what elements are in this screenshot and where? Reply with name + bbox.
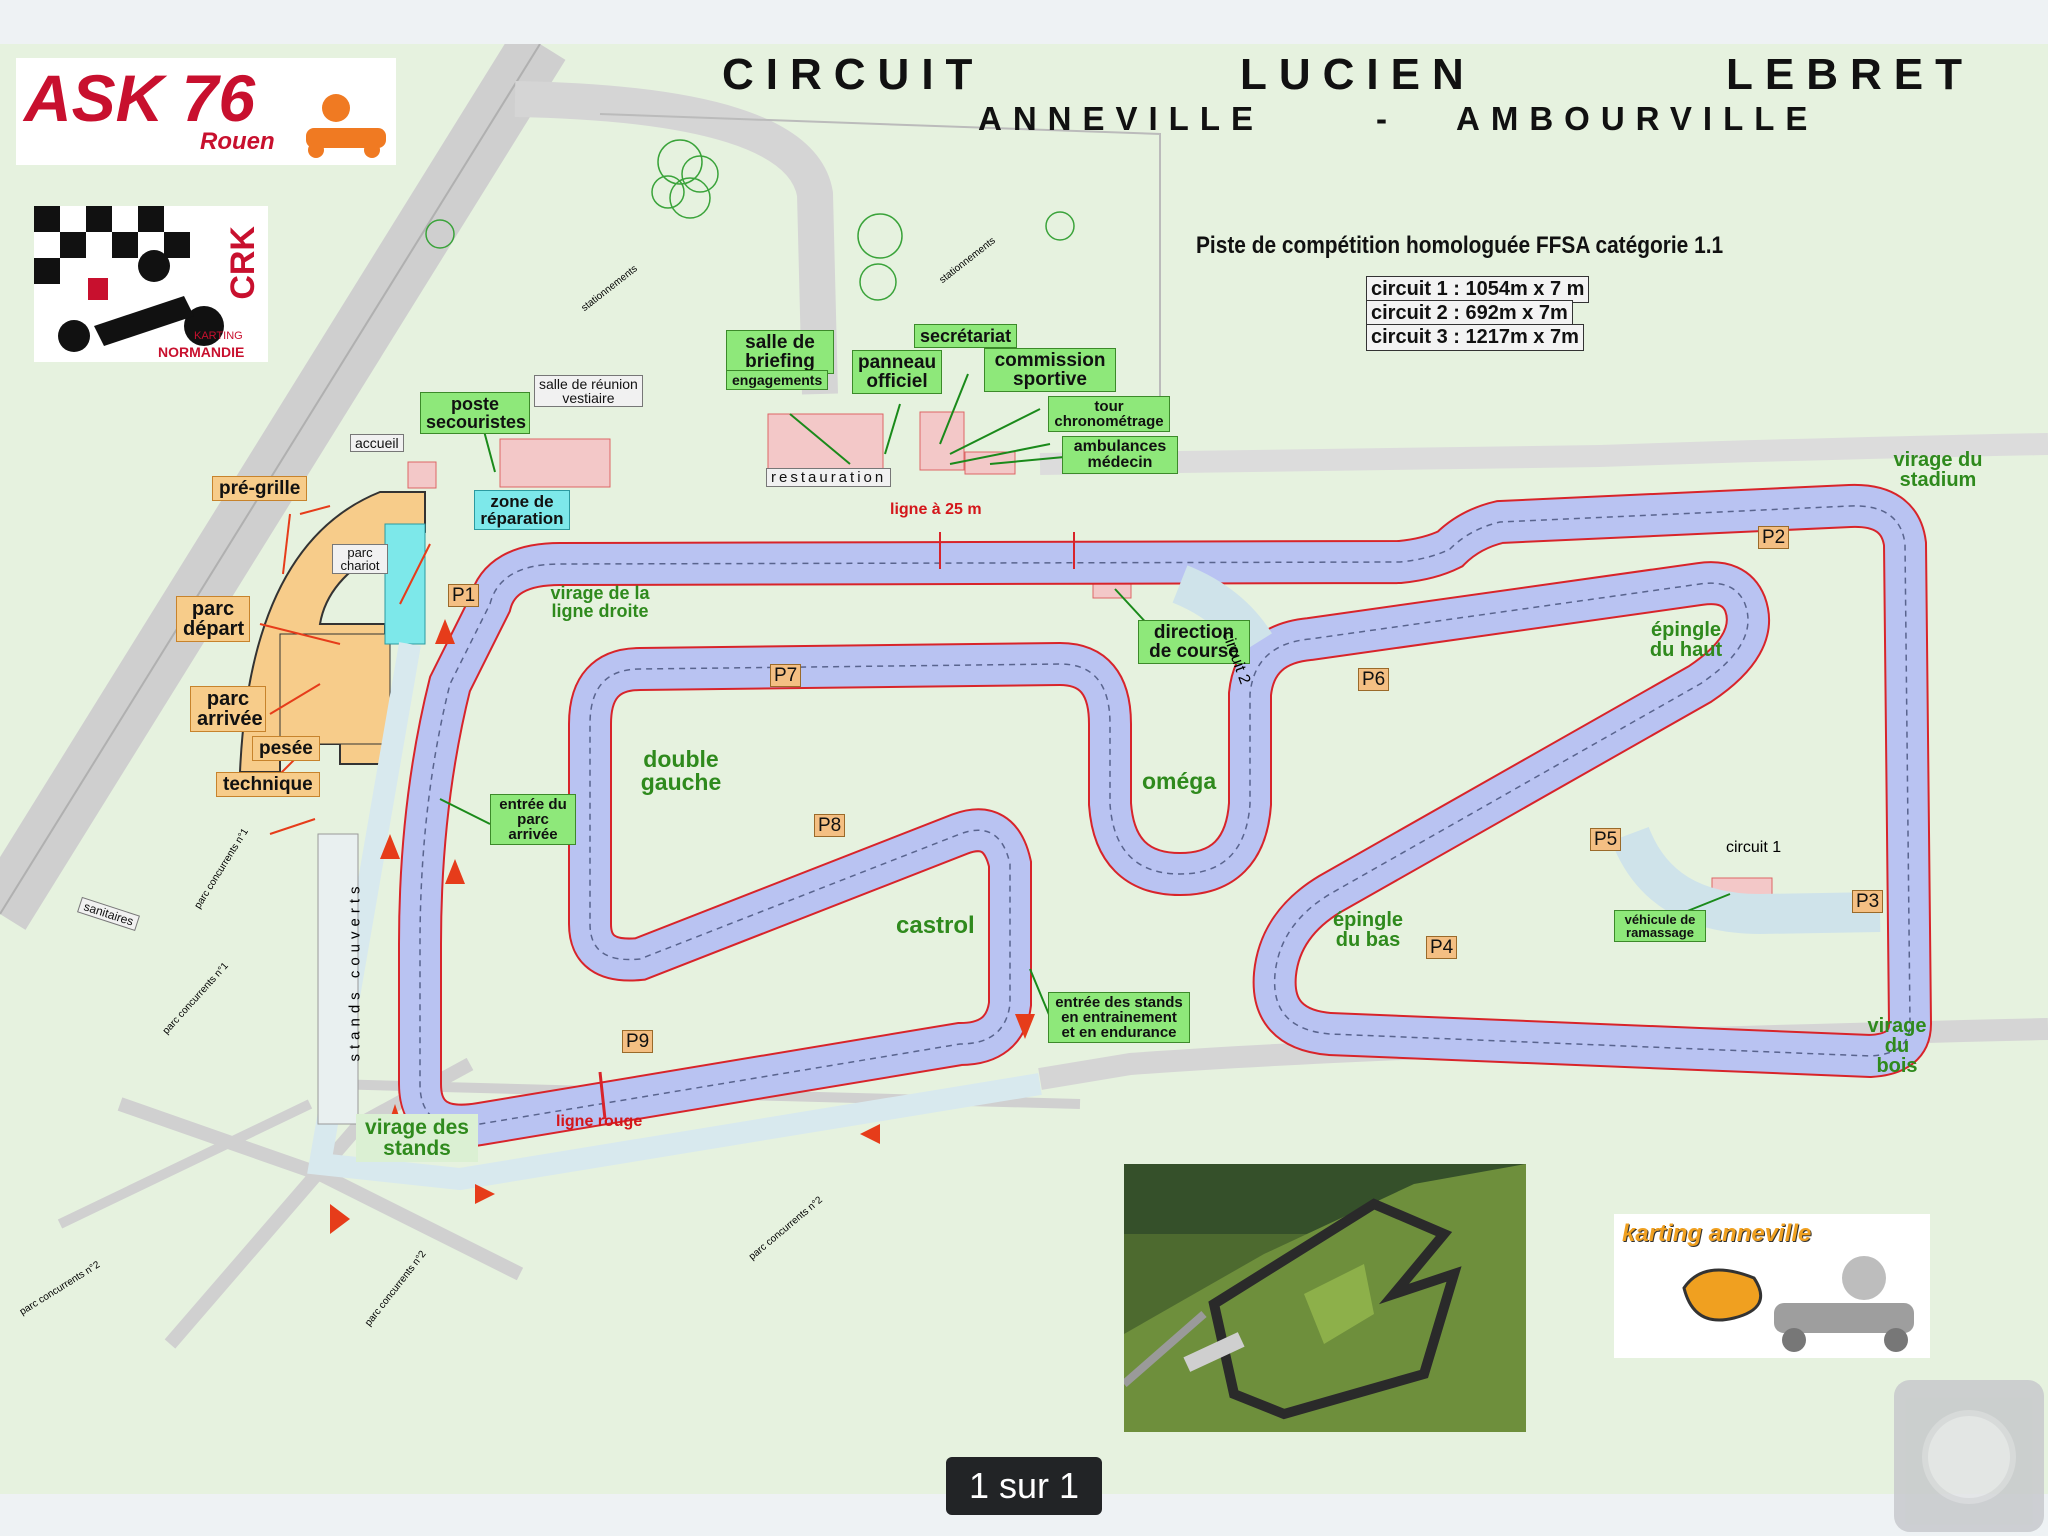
label-pre-grille: pré-grille [212, 476, 308, 501]
crk-sub-normandie: NORMANDIE [158, 344, 245, 360]
label-pesee: pesée [252, 736, 320, 761]
subtitle-dash: - [1376, 100, 1387, 137]
circuit-map-page: ASK 76 Rouen CRK KARTING [0, 44, 2048, 1494]
label-virage-stadium: virage du stadium [1893, 449, 1983, 491]
label-technique: technique [216, 772, 320, 797]
label-parc-chariot: parc chariot [332, 544, 388, 574]
circuit-2-length: circuit 2 : 692m x 7m [1366, 300, 1573, 327]
marker-p5: P5 [1590, 828, 1622, 851]
marker-p8: P8 [814, 814, 846, 837]
label-ambulances-medecin: ambulances médecin [1062, 436, 1178, 474]
marker-p3: P3 [1852, 890, 1884, 913]
label-parc-arrivee: parc arrivée [190, 686, 266, 732]
label-panneau-officiel: panneau officiel [852, 350, 942, 394]
marker-p1: P1 [448, 584, 480, 607]
crk-normandie-logo: CRK KARTING NORMANDIE [34, 206, 268, 362]
subtitle-anneville: ANNEVILLE [978, 100, 1265, 137]
marker-p9: P9 [622, 1030, 654, 1053]
scroll-thumb-button[interactable] [1894, 1380, 2044, 1532]
label-virage-ligne-droite: virage de la ligne droite [550, 583, 650, 621]
circuit-1-length: circuit 1 : 1054m x 7 m [1366, 276, 1590, 303]
aerial-photo [1124, 1164, 1526, 1432]
karting-anneville-text: karting anneville [1622, 1220, 1812, 1247]
label-zone-reparation: zone de réparation [474, 490, 570, 530]
label-circuit-1: circuit 1 [1726, 839, 1782, 856]
marker-p7: P7 [770, 664, 802, 687]
kart-icon [306, 94, 386, 158]
subtitle-ambourville: AMBOURVILLE [1456, 100, 1819, 137]
aerial-photo-image [1124, 1164, 1526, 1432]
label-vehicule-ramassage: véhicule de ramassage [1614, 910, 1706, 942]
label-direction-course: direction de course [1138, 620, 1250, 664]
title-word-circuit: CIRCUIT [722, 50, 985, 99]
ask-76-logo-sub: Rouen [200, 128, 275, 155]
label-salle-briefing: salle de briefing [726, 330, 834, 374]
page-indicator: 1 sur 1 [946, 1457, 1102, 1515]
crk-sub-karting: KARTING [194, 330, 243, 342]
kart-driver-icon [1682, 1256, 1914, 1352]
label-entree-parc-arrivee: entrée du parc arrivée [490, 794, 576, 845]
ask-76-logo: ASK 76 Rouen [16, 58, 396, 165]
circuit-map-drawing [0, 44, 2048, 1349]
title-word-lucien: LUCIEN [1240, 50, 1476, 99]
label-virage-stands: virage des stands [356, 1114, 478, 1162]
label-ligne-25m: ligne à 25 m [890, 501, 982, 518]
label-virage-bois: virage du bois [1867, 1015, 1927, 1077]
crk-letters: CRK [224, 226, 262, 300]
homologation-text: Piste de compétition homologuée FFSA cat… [1196, 232, 1724, 259]
label-engagements: engagements [726, 370, 829, 390]
label-epingle-haut: épingle du haut [1649, 619, 1723, 661]
label-poste-secouristes: poste secouristes [420, 392, 530, 434]
label-accueil: accueil [350, 434, 404, 452]
title-word-lebret: LEBRET [1726, 50, 1974, 99]
label-secretariat: secrétariat [914, 324, 1018, 348]
label-commission-sportive: commission sportive [984, 348, 1116, 392]
label-restauration: restauration [766, 468, 892, 487]
label-parc-depart: parc départ [176, 596, 250, 642]
label-omega: oméga [1142, 768, 1217, 794]
marker-p2: P2 [1758, 526, 1790, 549]
karting-anneville-logo: karting anneville [1614, 1214, 1930, 1358]
label-ligne-rouge: ligne rouge [556, 1113, 643, 1130]
checkered-flag-icon [34, 206, 224, 352]
circuit-3-length: circuit 3 : 1217m x 7m [1366, 324, 1584, 351]
scroll-thumb-icon [1928, 1416, 2010, 1498]
label-castrol: castrol [896, 912, 975, 939]
label-epingle-bas: épingle du bas [1332, 909, 1403, 951]
label-double-gauche: double gauche [640, 746, 722, 795]
label-tour-chronometrage: tour chronométrage [1048, 396, 1170, 432]
marker-p4: P4 [1426, 936, 1458, 959]
label-entree-stands: entrée des stands en entrainement et en … [1048, 992, 1190, 1043]
label-stands-couverts: stands couverts [346, 881, 364, 1062]
marker-p6: P6 [1358, 668, 1390, 691]
ask-76-logo-text: ASK 76 [24, 61, 256, 135]
